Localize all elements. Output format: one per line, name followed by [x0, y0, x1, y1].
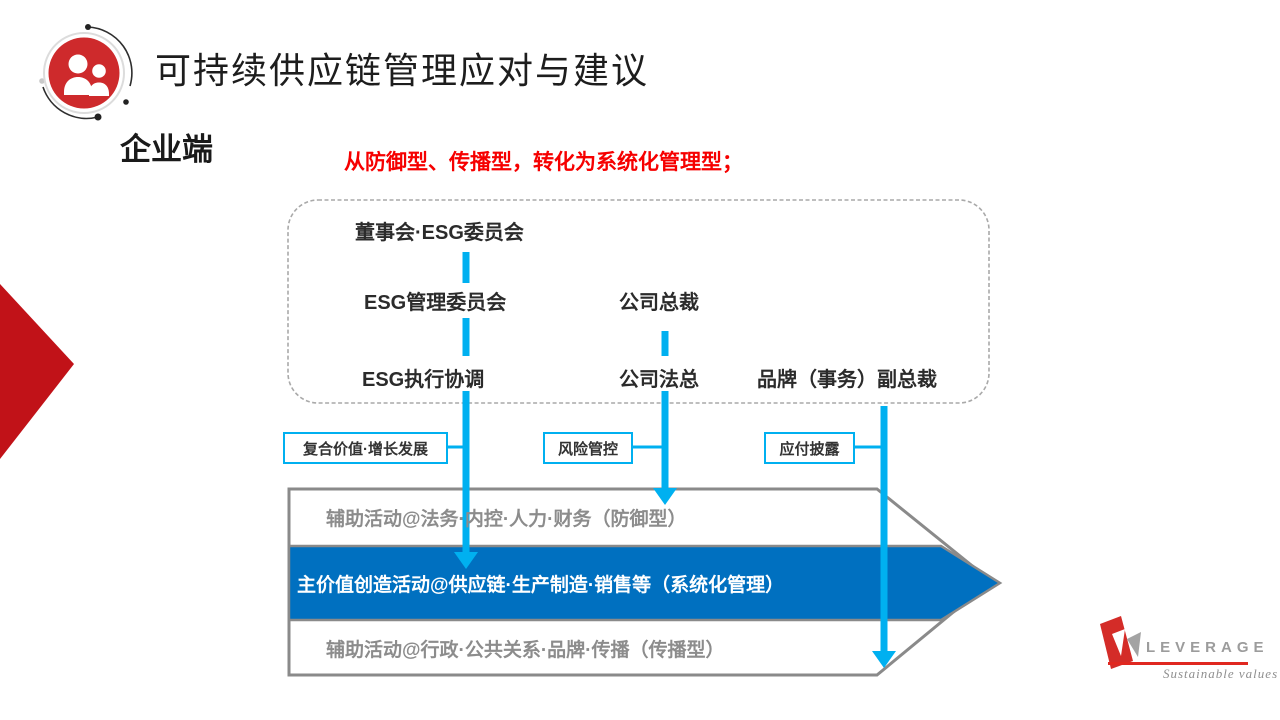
person-body [64, 77, 92, 95]
flow-label-value: 复合价值·增长发展 [283, 432, 448, 464]
org-node-president: 公司总裁 [619, 292, 699, 314]
orbit-arc [87, 26, 133, 87]
logo-rule [1108, 662, 1248, 665]
flow-label-risk: 风险管控 [543, 432, 633, 464]
flow-label-disclosure: 应付披露 [764, 432, 855, 464]
person-head-small [92, 64, 106, 78]
orbit-arc [42, 86, 99, 120]
logo-gray-shape [1127, 632, 1141, 657]
person-head [68, 54, 88, 74]
people-icon [39, 24, 133, 121]
orbit-dot [94, 113, 102, 121]
page-title: 可持续供应链管理应对与建议 [155, 51, 650, 91]
down-arrow-value [454, 391, 478, 569]
icon-ring [43, 32, 125, 114]
org-node-board: 董事会·ESG委员会 [355, 222, 524, 244]
orbit-dot [85, 24, 91, 30]
orbit-dot [39, 78, 45, 84]
band-label-core: 主价值创造活动@供应链·生产制造·销售等（系统化管理） [297, 575, 785, 596]
down-arrow-disclosure [872, 406, 896, 668]
org-node-legal-head: 公司法总 [619, 369, 699, 391]
person-body-small [89, 82, 109, 96]
band-label-communication: 辅助活动@行政·公共关系·品牌·传播（传播型） [326, 640, 725, 661]
logo-notch [1112, 629, 1125, 656]
section-label: 企业端 [120, 132, 213, 167]
leverage-logo-icon [1100, 616, 1141, 669]
orbit-dot [123, 99, 129, 105]
band-label-defensive: 辅助活动@法务·内控·人力·财务（防御型） [326, 509, 687, 530]
org-node-esg-coordination: ESG执行协调 [362, 369, 485, 391]
icon-circle [48, 37, 120, 109]
org-node-esg-committee: ESG管理委员会 [364, 292, 507, 314]
org-node-brand-vp: 品牌（事务）副总裁 [757, 369, 937, 391]
transform-note: 从防御型、传播型，转化为系统化管理型； [344, 151, 743, 174]
down-arrow-risk [653, 391, 677, 505]
logo-wordmark: LEVERAGE [1146, 639, 1269, 656]
left-accent-triangle [0, 284, 74, 459]
logo-tagline: Sustainable values [1163, 666, 1279, 681]
